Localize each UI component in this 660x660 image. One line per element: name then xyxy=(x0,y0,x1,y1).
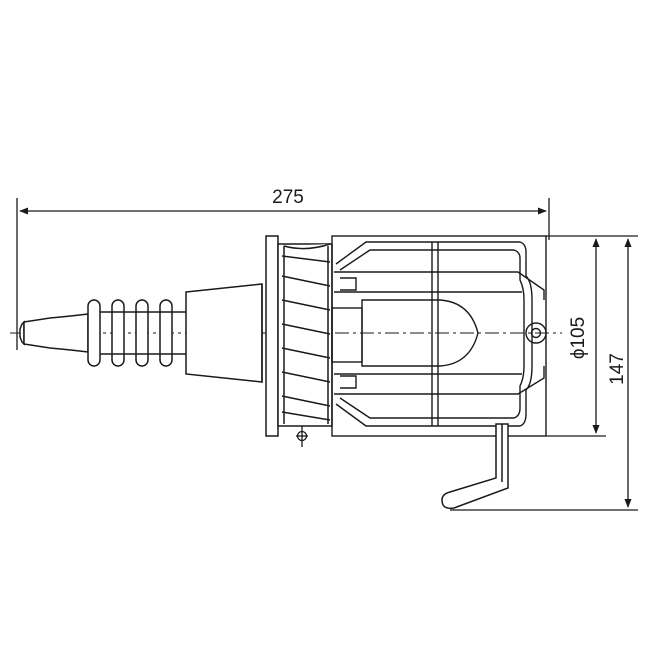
grip-rib-4 xyxy=(159,299,173,367)
cable-body xyxy=(23,313,89,353)
earth-terminal-icon xyxy=(296,426,308,447)
cage-wire-inner xyxy=(339,249,525,419)
hinge-outer xyxy=(525,322,547,344)
thread-4 xyxy=(281,299,331,311)
thread-9 xyxy=(281,411,331,421)
collar-flange xyxy=(265,235,279,437)
cage-rod-bottom xyxy=(334,366,545,395)
bulb-base xyxy=(331,307,363,363)
thread-6 xyxy=(281,347,331,359)
cable-gland xyxy=(19,283,263,383)
bulb-glass xyxy=(361,299,479,367)
grip-rib-2 xyxy=(111,299,125,367)
thread-housing xyxy=(277,243,333,427)
hanging-hook xyxy=(441,423,509,510)
hinge-inner xyxy=(530,327,542,339)
grip-rib-3 xyxy=(135,299,149,367)
cage-clip-bottom xyxy=(340,375,357,389)
cage-wire-outer xyxy=(335,241,533,427)
thread-8 xyxy=(281,395,331,407)
thread-2 xyxy=(281,255,331,263)
length-label: 275 xyxy=(272,187,304,208)
height-label: 147 xyxy=(607,353,628,385)
hook-body xyxy=(441,423,509,510)
protective-cage xyxy=(331,235,547,437)
tapered-body xyxy=(185,283,263,383)
cage-outline xyxy=(331,235,547,437)
thread-7 xyxy=(281,371,331,383)
thread-3 xyxy=(281,275,331,287)
height-dimension: 147 xyxy=(450,238,638,511)
grip-rib-1 xyxy=(87,299,101,367)
cage-rod-top xyxy=(334,271,545,300)
thread-5 xyxy=(281,323,331,335)
thread-1 xyxy=(283,243,331,250)
overall-length-dimension: 275 xyxy=(16,187,550,350)
lamp-collar xyxy=(265,235,333,437)
cage-clip-top xyxy=(340,277,357,291)
diameter-dimension: ϕ105 xyxy=(546,235,638,437)
diameter-label: ϕ105 xyxy=(568,317,589,359)
